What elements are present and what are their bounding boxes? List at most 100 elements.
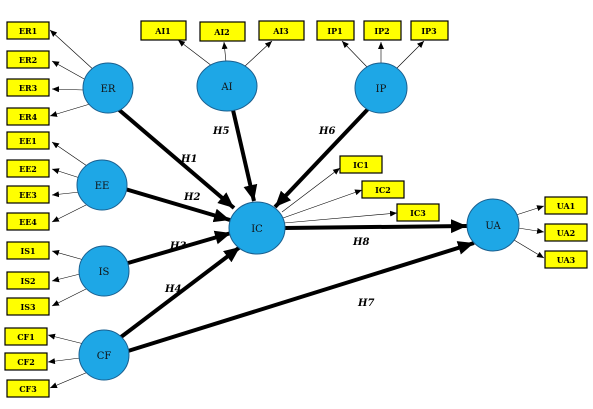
arrow-is-is3 — [51, 287, 89, 307]
box-er3 — [6, 78, 50, 97]
node-is-label: IS — [99, 267, 110, 278]
box-er2 — [6, 50, 50, 69]
label-ee4: EE4 — [19, 217, 37, 227]
node-ee-label: EE — [95, 181, 110, 192]
node-cf-label: CF — [97, 351, 112, 362]
label-ee2: EE2 — [19, 164, 37, 174]
arrow-ua-ua1 — [515, 205, 545, 216]
label-h4: H4 — [164, 284, 181, 295]
label-ip2: IP2 — [374, 26, 389, 36]
box-ee4 — [6, 212, 50, 231]
arrow-ee-ee4 — [51, 203, 89, 223]
arrow-ic-ic2 — [282, 189, 363, 219]
arrow-er-er2 — [51, 60, 87, 81]
indicator-boxes: ER1 ER2 ER3 ER4 EE1 EE2 EE3 EE4 IS1 IS2 … — [4, 20, 588, 398]
label-ee3: EE3 — [19, 190, 37, 200]
arrow-is-is1 — [51, 250, 85, 261]
label-ic1: IC1 — [353, 160, 369, 170]
arrow-ip-ip3 — [395, 40, 425, 70]
box-ee2 — [6, 159, 50, 178]
box-is2 — [6, 271, 50, 290]
label-h3: H3 — [169, 241, 186, 252]
path-h6-ip-ic — [273, 107, 370, 209]
node-ua — [466, 198, 520, 252]
node-ip — [354, 62, 408, 114]
arrow-er-er1 — [49, 29, 97, 73]
box-cf1 — [4, 327, 48, 346]
label-ua2: UA2 — [557, 228, 576, 238]
box-ip1 — [316, 20, 355, 41]
box-ai1 — [140, 20, 187, 41]
box-ua2 — [544, 223, 588, 242]
label-ip1: IP1 — [327, 26, 342, 36]
label-ip3: IP3 — [421, 26, 437, 36]
box-ee1 — [6, 131, 50, 150]
arrow-ua-ua3 — [513, 239, 545, 259]
path-h3-is-ic — [127, 230, 232, 265]
label-h7: H7 — [357, 298, 374, 309]
label-ic3: IC3 — [410, 208, 426, 218]
arrow-er-er3 — [51, 86, 85, 93]
node-er — [82, 62, 134, 114]
node-ee — [76, 159, 128, 211]
arrow-cf-cf2 — [47, 357, 81, 365]
box-ic1 — [339, 155, 383, 174]
box-ip2 — [363, 20, 402, 41]
box-cf3 — [6, 379, 50, 398]
arrow-er-er4 — [49, 103, 91, 117]
label-er1: ER1 — [19, 26, 37, 36]
box-ic3 — [396, 203, 440, 222]
path-h4-cf-ic — [119, 245, 242, 339]
label-h1: H1 — [180, 154, 197, 165]
path-h1-er-ic — [116, 107, 236, 210]
box-ai2 — [199, 21, 246, 42]
node-ua-label: UA — [485, 221, 501, 232]
node-ai — [196, 60, 258, 112]
arrow-ai-ai1 — [177, 39, 213, 67]
box-er4 — [6, 107, 50, 126]
arrow-ic-ic1 — [281, 167, 341, 213]
box-is3 — [6, 297, 50, 316]
arrow-ai-ai3 — [243, 40, 273, 68]
path-h2-ee-ic — [124, 187, 231, 223]
node-is — [78, 245, 130, 297]
label-is3: IS3 — [20, 302, 36, 312]
box-ua1 — [544, 196, 588, 215]
label-cf2: CF2 — [17, 357, 35, 367]
arrow-ee-ee2 — [51, 168, 81, 179]
label-er3: ER3 — [19, 83, 38, 93]
label-ai3: AI3 — [272, 26, 289, 36]
label-h5: H5 — [212, 126, 229, 137]
indicator-arrows — [47, 29, 545, 389]
node-ai-label: AI — [220, 82, 232, 93]
arrow-ee-ee3 — [51, 191, 81, 198]
path-h7-cf-ua — [127, 241, 475, 353]
label-cf3: CF3 — [19, 384, 37, 394]
label-cf1: CF1 — [17, 332, 35, 342]
label-ai1: AI1 — [154, 26, 171, 36]
path-h5-ai-ic — [231, 109, 258, 202]
label-h2: H2 — [183, 192, 200, 203]
box-ee3 — [6, 185, 50, 204]
node-ic — [228, 201, 286, 255]
arrow-cf-cf1 — [47, 333, 85, 345]
label-ic2: IC2 — [375, 185, 391, 195]
box-is1 — [6, 241, 50, 260]
arrow-ee-ee1 — [51, 141, 91, 169]
arrow-is-is2 — [51, 273, 81, 283]
label-is1: IS1 — [20, 246, 35, 256]
hypothesis-labels: H1 H2 H3 H4 H5 H6 H7 H8 — [164, 126, 374, 309]
node-er-label: ER — [101, 84, 116, 95]
node-ic-label: IC — [251, 224, 263, 235]
arrow-ua-ua2 — [517, 227, 545, 234]
box-cf2 — [4, 352, 48, 371]
box-ip3 — [410, 20, 449, 41]
label-ua1: UA1 — [557, 201, 576, 211]
label-er4: ER4 — [19, 112, 38, 122]
construct-nodes: ER EE IS CF AI IP IC UA — [76, 60, 520, 381]
box-ic2 — [361, 180, 405, 199]
box-ai3 — [258, 20, 305, 41]
arrow-cf-cf3 — [49, 371, 89, 389]
